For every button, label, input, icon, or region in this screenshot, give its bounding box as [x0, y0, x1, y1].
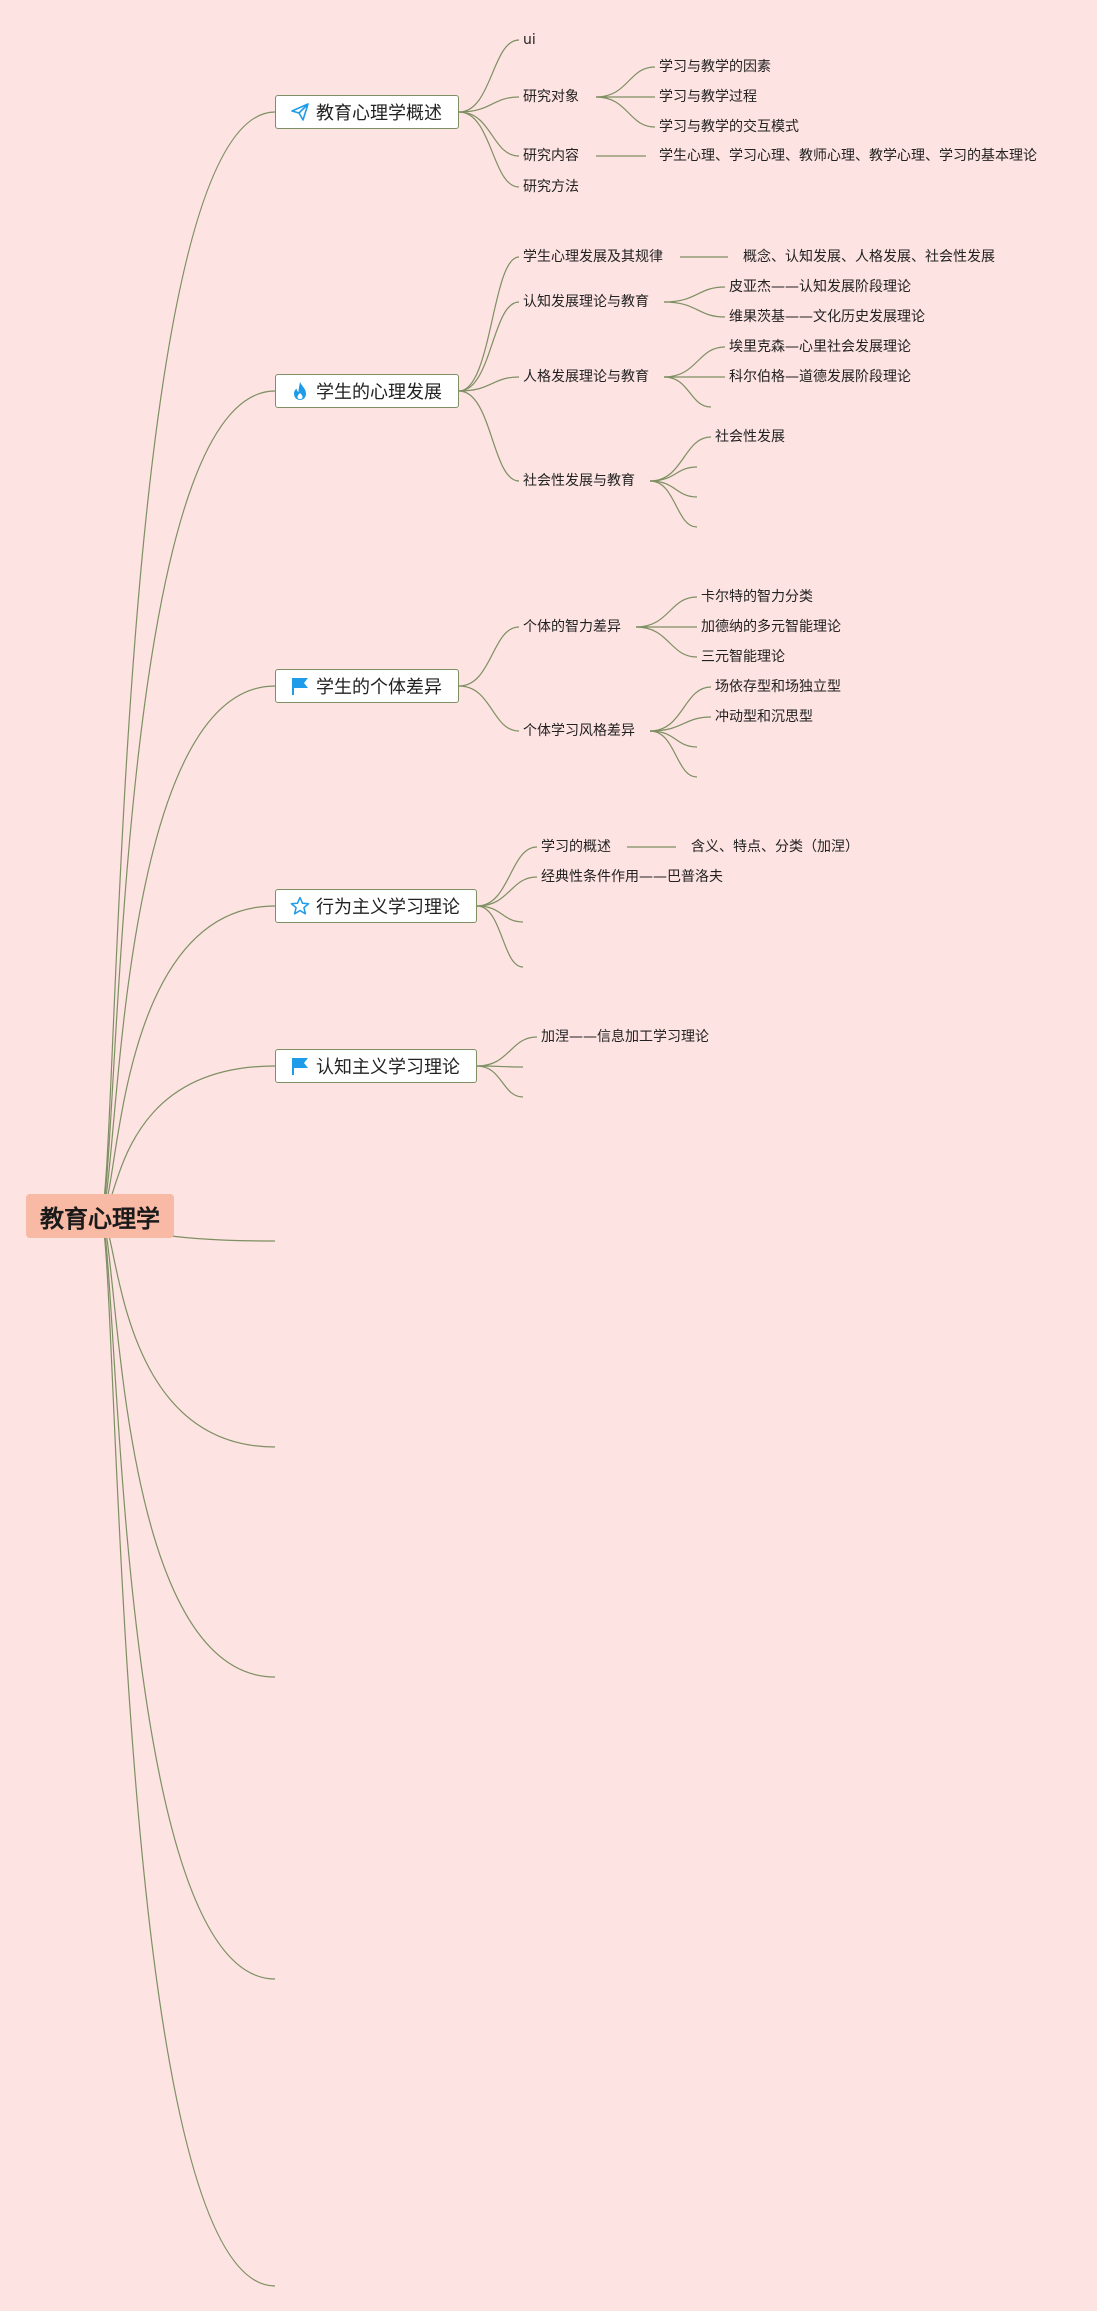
topic-social-development[interactable]: 社会性发展与教育 — [523, 473, 635, 489]
subtopic-item[interactable]: 卡尔特的智力分类 — [701, 589, 813, 605]
branch-connector — [649, 480, 698, 528]
subtopic-item[interactable]: 维果茨基——文化历史发展理论 — [729, 309, 925, 325]
flame-icon — [290, 381, 310, 401]
subtopic-item[interactable]: 学习与教学的因素 — [659, 59, 771, 75]
branch-connector — [458, 685, 520, 732]
topic-learning-style[interactable]: 个体学习风格差异 — [523, 723, 635, 739]
branch-node-behaviorism[interactable]: 行为主义学习理论 — [275, 889, 477, 923]
root-connector — [99, 1215, 276, 1980]
branch-connector — [458, 96, 520, 113]
branch-connector — [595, 96, 656, 128]
topic-development-laws[interactable]: 学生心理发展及其规律 — [523, 249, 663, 265]
root-connector — [99, 905, 276, 1217]
branch-connector — [595, 66, 656, 98]
branch-connector — [649, 686, 712, 732]
branch-connector — [663, 301, 726, 318]
star-icon — [290, 896, 310, 916]
subtopic-item[interactable]: 埃里克森—心里社会发展理论 — [729, 339, 911, 355]
branch-connector — [663, 376, 712, 408]
branch-label: 学生的个体差异 — [316, 677, 442, 698]
branch-connector — [458, 256, 520, 392]
topic-learning-overview[interactable]: 学习的概述 — [541, 839, 611, 855]
root-connector — [99, 1215, 276, 1448]
subtopic-item[interactable]: 学习与教学的交互模式 — [659, 119, 799, 135]
branch-connector — [663, 286, 726, 303]
subtopic-item[interactable]: 冲动型和沉思型 — [715, 709, 813, 725]
branch-label: 行为主义学习理论 — [316, 897, 460, 918]
flag-icon — [290, 676, 310, 696]
branch-connector — [649, 466, 698, 482]
branch-connector — [476, 905, 524, 968]
subtopic-item[interactable]: 社会性发展 — [715, 429, 785, 445]
branch-label: 认知主义学习理论 — [316, 1057, 460, 1078]
topic-research-method[interactable]: 研究方法 — [523, 179, 579, 195]
branch-connector — [649, 730, 698, 748]
root-connector — [99, 685, 276, 1217]
branch-connector — [458, 376, 520, 392]
branch-connector — [649, 436, 712, 482]
subtopic-item[interactable]: 含义、特点、分类（加涅） — [691, 839, 859, 855]
subtopic-item[interactable]: 加德纳的多元智能理论 — [701, 619, 841, 635]
subtopic-item[interactable]: 科尔伯格—道德发展阶段理论 — [729, 369, 911, 385]
branch-label: 学生的心理发展 — [316, 382, 442, 403]
subtopic-item[interactable]: 学习与教学过程 — [659, 89, 757, 105]
topic-ui[interactable]: ui — [523, 32, 536, 48]
topic-classical-conditioning[interactable]: 经典性条件作用——巴普洛夫 — [541, 869, 723, 885]
branch-node-student-development[interactable]: 学生的心理发展 — [275, 374, 459, 408]
root-connector — [99, 390, 276, 1217]
topic-research-content[interactable]: 研究内容 — [523, 148, 579, 164]
branch-connector — [476, 1036, 538, 1067]
branch-connector — [458, 390, 520, 482]
topic-intelligence-differences[interactable]: 个体的智力差异 — [523, 619, 621, 635]
topic-research-object[interactable]: 研究对象 — [523, 89, 579, 105]
root-connector — [99, 1215, 276, 2287]
subtopic-item[interactable]: 三元智能理论 — [701, 649, 785, 665]
topic-cognitive-theory[interactable]: 认知发展理论与教育 — [523, 294, 649, 310]
branch-connector — [476, 876, 538, 907]
topic-personality-theory[interactable]: 人格发展理论与教育 — [523, 369, 649, 385]
branch-connector — [649, 730, 698, 778]
branch-connector — [458, 111, 520, 157]
branch-connector — [458, 301, 520, 392]
root-connector — [99, 1215, 276, 1678]
branch-label: 教育心理学概述 — [316, 103, 442, 124]
branch-connector — [635, 626, 698, 658]
root-connector — [99, 111, 276, 1217]
branch-connector — [458, 39, 520, 113]
branch-connector — [663, 346, 726, 378]
branch-connector — [476, 846, 538, 907]
branch-connector — [649, 480, 698, 498]
branch-connector — [458, 626, 520, 687]
branch-connector — [649, 716, 712, 732]
subtopic-item[interactable]: 概念、认知发展、人格发展、社会性发展 — [743, 249, 995, 265]
branch-node-cognitivism[interactable]: 认知主义学习理论 — [275, 1049, 477, 1083]
branch-node-individual-differences[interactable]: 学生的个体差异 — [275, 669, 459, 703]
branch-connector — [476, 905, 524, 923]
branch-node-overview[interactable]: 教育心理学概述 — [275, 95, 459, 129]
flag-icon — [290, 1056, 310, 1076]
subtopic-item[interactable]: 皮亚杰——认知发展阶段理论 — [729, 279, 911, 295]
subtopic-item[interactable]: 学生心理、学习心理、教师心理、教学心理、学习的基本理论 — [659, 148, 1037, 164]
branch-connector — [635, 596, 698, 628]
topic-information-processing[interactable]: 加涅——信息加工学习理论 — [541, 1029, 709, 1045]
root-node[interactable]: 教育心理学 — [26, 1194, 174, 1238]
branch-connector — [476, 1065, 524, 1098]
branch-connector — [458, 111, 520, 188]
subtopic-item[interactable]: 场依存型和场独立型 — [715, 679, 841, 695]
paper-plane-icon — [290, 102, 310, 122]
